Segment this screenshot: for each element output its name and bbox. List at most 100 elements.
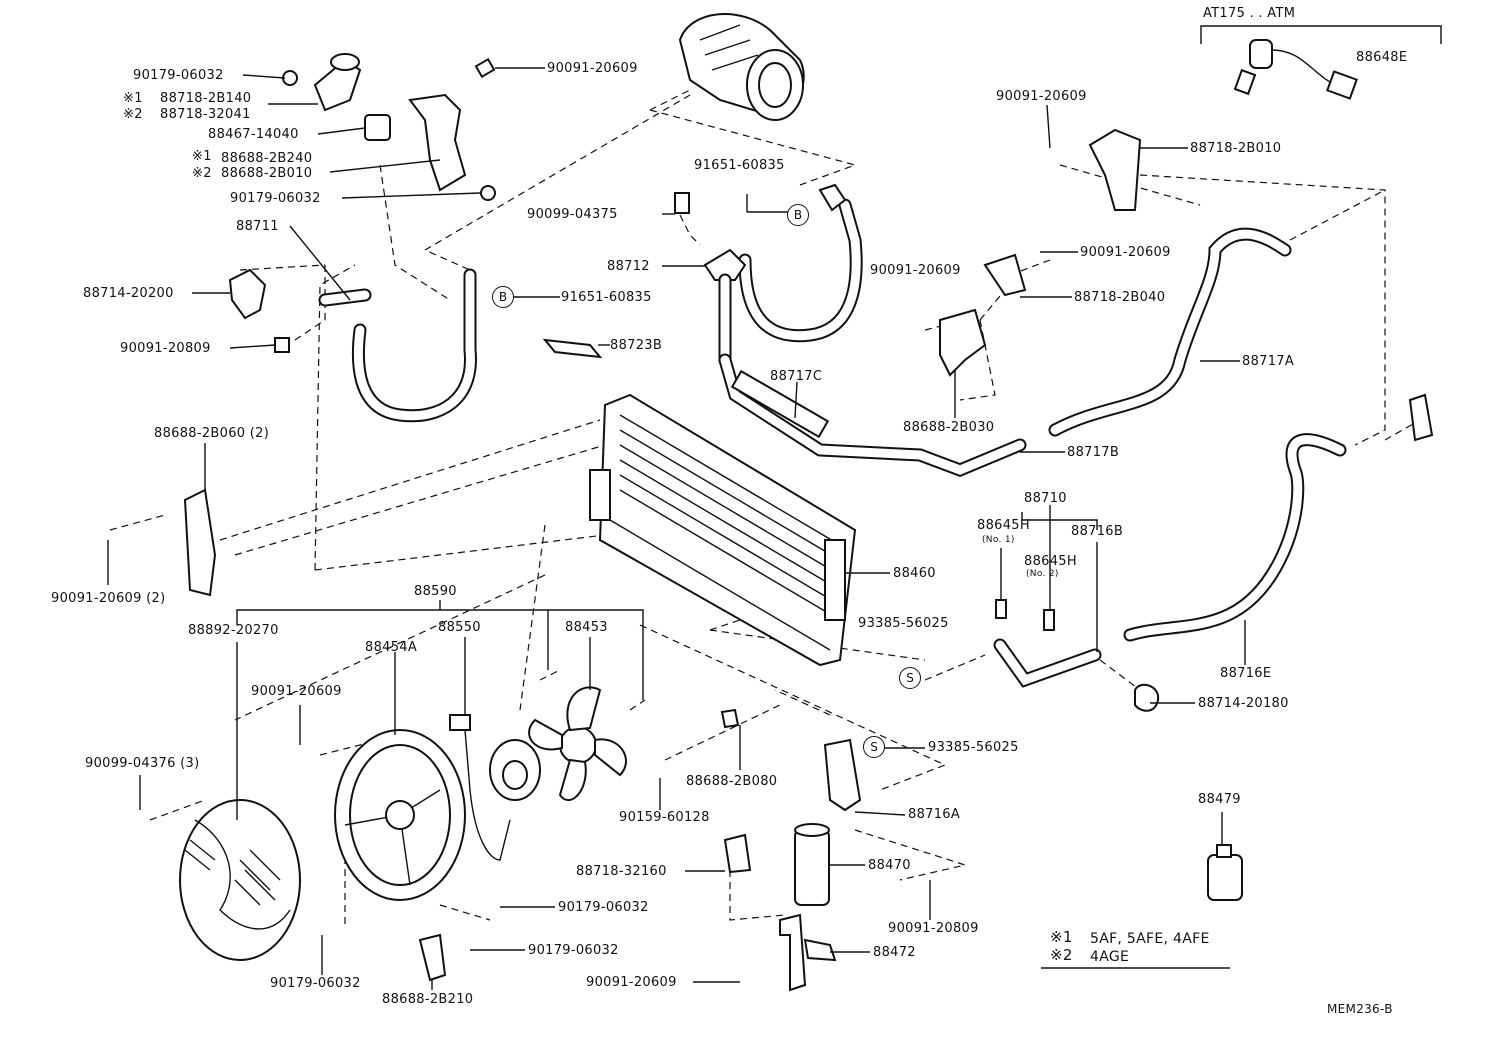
diagram-code: MEM236-B: [1327, 1002, 1393, 1016]
label-90179-06032-d: 90179-06032: [528, 943, 619, 958]
label-mark1-b: ※1: [192, 149, 212, 164]
nut-90179-06032: [282, 70, 496, 201]
connector-right: [1408, 393, 1434, 442]
label-90091-20609-right-top: 90091-20609: [996, 89, 1087, 104]
label-88550: 88550: [438, 620, 481, 635]
label-88714-20200: 88714-20200: [83, 286, 174, 301]
label-91651-60835-b: 91651-60835: [694, 158, 785, 173]
label-88723b: [542, 338, 603, 359]
label-90179-06032-a: 90179-06032: [133, 68, 224, 83]
label-88718-32041: 88718-32041: [160, 107, 251, 122]
label-mark2-b: ※2: [192, 166, 212, 181]
label-88590: 88590: [414, 584, 457, 599]
label-88710: 88710: [1024, 491, 1067, 506]
label-88718-2b040: 88718-2B040: [1074, 290, 1166, 305]
label-88648e: 88648E: [1356, 50, 1408, 65]
label-90159-60128: 90159-60128: [619, 810, 710, 825]
label-88717a: 88717A: [1242, 354, 1295, 369]
bracket-88472: [779, 913, 837, 992]
label-88716b: 88716B: [1071, 524, 1124, 539]
legend-text1: 5AF, 5AFE, 4AFE: [1090, 931, 1210, 947]
label-88645h-2: 88645H: [1024, 554, 1077, 569]
mark-b-a: B: [492, 286, 514, 308]
label-90179-06032-c: 90179-06032: [558, 900, 649, 915]
clamp-88714-20180: [1134, 683, 1160, 712]
label-88688-2b060: 88688-2B060 (2): [154, 426, 270, 441]
condenser-88460: [589, 393, 857, 667]
bracket-88718-32160: [723, 833, 752, 874]
pressure-switch-88645h: [995, 599, 1055, 631]
label-90091-20609-top: 90091-20609: [547, 61, 638, 76]
mark-b-b: B: [787, 204, 809, 226]
label-88472: 88472: [873, 945, 916, 960]
label-91651-60835-a: 91651-60835: [561, 290, 652, 305]
label-90099-04375: 90099-04375: [527, 207, 618, 222]
label-88688-2b240: 88688-2B240: [221, 151, 313, 166]
label-88711: 88711: [236, 219, 279, 234]
label-88460: 88460: [893, 566, 936, 581]
label-88714-20180: 88714-20180: [1198, 696, 1289, 711]
label-88453: 88453: [565, 620, 608, 635]
label-90091-20809-a: 90091-20809: [120, 341, 211, 356]
label-88716e: 88716E: [1220, 666, 1272, 681]
label-90091-20609-bottom: 90091-20609: [586, 975, 677, 990]
bracket-88688-2b060: [183, 488, 217, 597]
label-88454a: 88454A: [365, 640, 418, 655]
label-mark1-a: ※1: [123, 91, 143, 106]
label-88467-14040: 88467-14040: [208, 127, 299, 142]
label-no2: (No. 2): [1026, 569, 1059, 579]
bolt-90099-04375: [674, 192, 690, 214]
bracket-88688-2b240: [408, 93, 467, 192]
label-88717c: 88717C: [770, 369, 823, 384]
label-88723b: 88723B: [610, 338, 663, 353]
label-90179-06032-b: 90179-06032: [230, 191, 321, 206]
bottle-88479: [1207, 844, 1243, 901]
compressor: [678, 13, 805, 121]
label-88688-2b210: 88688-2B210: [382, 992, 474, 1007]
bracket-88718-2b040: [983, 253, 1027, 297]
pipe-88717c: [718, 353, 1027, 477]
bolt-top: [474, 57, 496, 79]
legend-text2: 4AGE: [1090, 949, 1130, 965]
bracket-88688-2b080: [720, 708, 740, 729]
fan-shroud-88454a: [334, 729, 466, 901]
hose-88716e: [1123, 433, 1347, 642]
label-88718-2b010: 88718-2B010: [1190, 141, 1282, 156]
label-at175-atm: AT175 . . ATM: [1203, 6, 1296, 21]
mark-s-b: S: [863, 736, 885, 758]
hose-88717a: [1048, 227, 1292, 437]
label-88688-2b080: 88688-2B080: [686, 774, 778, 789]
label-88712: 88712: [607, 259, 650, 274]
label-88716a: 88716A: [908, 807, 961, 822]
fan-88453: [528, 686, 627, 802]
fan-shroud-88892-20270: [179, 799, 301, 961]
label-88479: 88479: [1198, 792, 1241, 807]
receiver-88470: [794, 823, 830, 906]
pipe-88716a: [823, 738, 862, 812]
sensor-88648e: [1233, 39, 1358, 100]
label-90091-20609-fan: 90091-20609: [251, 684, 342, 699]
label-90179-06032-e: 90179-06032: [270, 976, 361, 991]
label-90091-20609-mid: 90091-20609: [1080, 245, 1171, 260]
bracket-88688-2b210: [418, 933, 447, 982]
bracket-88718-2b010: [1088, 128, 1142, 211]
leader-lines: [107, 67, 1246, 990]
clamp-88714-20200: [228, 268, 267, 320]
label-90091-20609-2: 90091-20609 (2): [51, 591, 166, 606]
label-no1: (No. 1): [982, 535, 1015, 545]
label-88718-32160: 88718-32160: [576, 864, 667, 879]
label-mark2-a: ※2: [123, 107, 143, 122]
switch-88467-14040: [364, 114, 391, 141]
bracket-88718-2b140: [313, 53, 362, 112]
hose-88712: [703, 183, 863, 367]
label-88688-2b030: 88688-2B030: [903, 420, 995, 435]
label-93385-56025-a: 93385-56025: [858, 616, 949, 631]
label-88645h-1: 88645H: [977, 518, 1030, 533]
dashed-guides: [109, 89, 1421, 925]
at175-bracket: [1200, 25, 1442, 44]
bolt-90091-20809: [274, 337, 290, 353]
label-88470: 88470: [868, 858, 911, 873]
label-88717b: 88717B: [1067, 445, 1120, 460]
mark-s-a: S: [899, 667, 921, 689]
label-88718-2b140: 88718-2B140: [160, 91, 252, 106]
